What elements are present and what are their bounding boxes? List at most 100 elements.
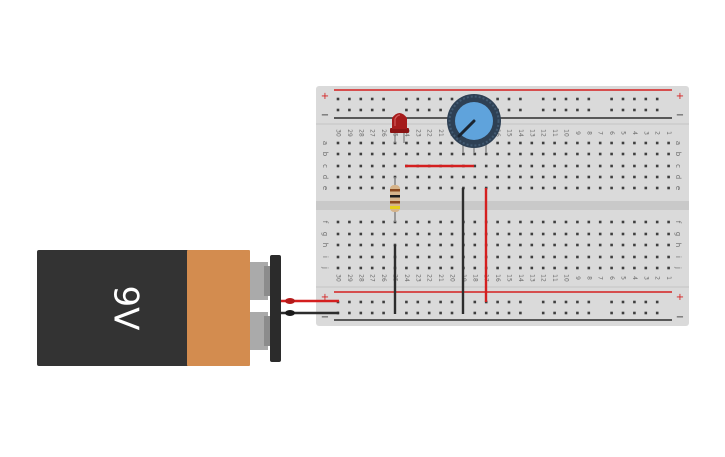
- terminal-hole[interactable]: [416, 186, 420, 190]
- terminal-hole[interactable]: [564, 186, 568, 190]
- terminal-hole[interactable]: [598, 220, 602, 224]
- terminal-hole[interactable]: [553, 266, 556, 270]
- terminal-hole[interactable]: [530, 152, 534, 156]
- rail-hole[interactable]: [564, 108, 568, 112]
- terminal-hole[interactable]: [655, 141, 659, 145]
- terminal-hole[interactable]: [610, 152, 613, 156]
- terminal-hole[interactable]: [644, 141, 648, 145]
- terminal-hole[interactable]: [576, 232, 579, 236]
- rail-hole[interactable]: [587, 97, 591, 101]
- terminal-hole[interactable]: [655, 255, 659, 259]
- terminal-hole[interactable]: [359, 220, 363, 224]
- terminal-hole[interactable]: [610, 175, 613, 179]
- terminal-hole[interactable]: [621, 255, 625, 259]
- terminal-hole[interactable]: [416, 255, 420, 259]
- terminal-hole[interactable]: [370, 266, 374, 270]
- terminal-hole[interactable]: [382, 232, 385, 236]
- terminal-hole[interactable]: [382, 243, 385, 247]
- terminal-hole[interactable]: [473, 266, 477, 270]
- terminal-hole[interactable]: [610, 220, 613, 224]
- terminal-hole[interactable]: [598, 243, 602, 247]
- rail-hole[interactable]: [564, 300, 568, 304]
- terminal-hole[interactable]: [530, 255, 534, 259]
- terminal-hole[interactable]: [439, 141, 442, 145]
- terminal-hole[interactable]: [644, 175, 648, 179]
- terminal-hole[interactable]: [336, 164, 340, 168]
- terminal-hole[interactable]: [382, 141, 385, 145]
- rail-hole[interactable]: [507, 300, 511, 304]
- terminal-hole[interactable]: [427, 141, 431, 145]
- terminal-hole[interactable]: [541, 232, 545, 236]
- rail-hole[interactable]: [564, 311, 568, 315]
- terminal-hole[interactable]: [439, 232, 442, 236]
- rail-hole[interactable]: [405, 108, 408, 112]
- terminal-hole[interactable]: [496, 175, 499, 179]
- breadboard-holes[interactable]: [336, 97, 670, 315]
- rail-hole[interactable]: [439, 311, 442, 315]
- terminal-hole[interactable]: [359, 232, 363, 236]
- terminal-hole[interactable]: [530, 243, 534, 247]
- terminal-hole[interactable]: [644, 152, 648, 156]
- terminal-hole[interactable]: [496, 152, 499, 156]
- terminal-hole[interactable]: [439, 243, 442, 247]
- terminal-hole[interactable]: [348, 141, 351, 145]
- terminal-hole[interactable]: [359, 186, 363, 190]
- terminal-hole[interactable]: [336, 175, 340, 179]
- terminal-hole[interactable]: [507, 255, 511, 259]
- terminal-hole[interactable]: [621, 152, 625, 156]
- terminal-hole[interactable]: [553, 232, 556, 236]
- rail-hole[interactable]: [348, 108, 351, 112]
- terminal-hole[interactable]: [473, 220, 477, 224]
- terminal-hole[interactable]: [530, 266, 534, 270]
- rail-hole[interactable]: [553, 311, 556, 315]
- rail-hole[interactable]: [576, 311, 579, 315]
- terminal-hole[interactable]: [427, 266, 431, 270]
- terminal-hole[interactable]: [598, 255, 602, 259]
- rail-hole[interactable]: [621, 311, 625, 315]
- terminal-hole[interactable]: [416, 175, 420, 179]
- rail-hole[interactable]: [336, 108, 340, 112]
- terminal-hole[interactable]: [336, 266, 340, 270]
- rail-hole[interactable]: [484, 311, 488, 315]
- terminal-hole[interactable]: [336, 232, 340, 236]
- terminal-hole[interactable]: [644, 186, 648, 190]
- battery-leads[interactable]: [281, 298, 339, 316]
- terminal-hole[interactable]: [359, 164, 363, 168]
- rail-hole[interactable]: [507, 311, 511, 315]
- terminal-hole[interactable]: [439, 175, 442, 179]
- terminal-hole[interactable]: [473, 232, 477, 236]
- terminal-hole[interactable]: [450, 243, 454, 247]
- terminal-hole[interactable]: [621, 141, 625, 145]
- rail-hole[interactable]: [348, 300, 351, 304]
- terminal-hole[interactable]: [655, 152, 659, 156]
- terminal-hole[interactable]: [348, 186, 351, 190]
- rail-hole[interactable]: [370, 311, 374, 315]
- terminal-hole[interactable]: [530, 141, 534, 145]
- rail-hole[interactable]: [610, 108, 613, 112]
- terminal-hole[interactable]: [667, 255, 670, 259]
- terminal-hole[interactable]: [484, 175, 488, 179]
- terminal-hole[interactable]: [427, 243, 431, 247]
- terminal-hole[interactable]: [621, 266, 625, 270]
- terminal-hole[interactable]: [450, 186, 454, 190]
- terminal-hole[interactable]: [336, 220, 340, 224]
- terminal-hole[interactable]: [484, 152, 488, 156]
- rail-hole[interactable]: [655, 311, 659, 315]
- terminal-hole[interactable]: [416, 141, 420, 145]
- terminal-hole[interactable]: [633, 220, 636, 224]
- rail-hole[interactable]: [587, 300, 591, 304]
- terminal-hole[interactable]: [496, 186, 499, 190]
- terminal-hole[interactable]: [667, 232, 670, 236]
- terminal-hole[interactable]: [439, 152, 442, 156]
- terminal-hole[interactable]: [621, 164, 625, 168]
- terminal-hole[interactable]: [507, 141, 511, 145]
- rail-hole[interactable]: [541, 97, 545, 101]
- terminal-hole[interactable]: [587, 186, 591, 190]
- terminal-hole[interactable]: [359, 266, 363, 270]
- terminal-hole[interactable]: [370, 186, 374, 190]
- terminal-hole[interactable]: [576, 186, 579, 190]
- terminal-hole[interactable]: [359, 255, 363, 259]
- terminal-hole[interactable]: [655, 232, 659, 236]
- terminal-hole[interactable]: [496, 255, 499, 259]
- terminal-hole[interactable]: [621, 243, 625, 247]
